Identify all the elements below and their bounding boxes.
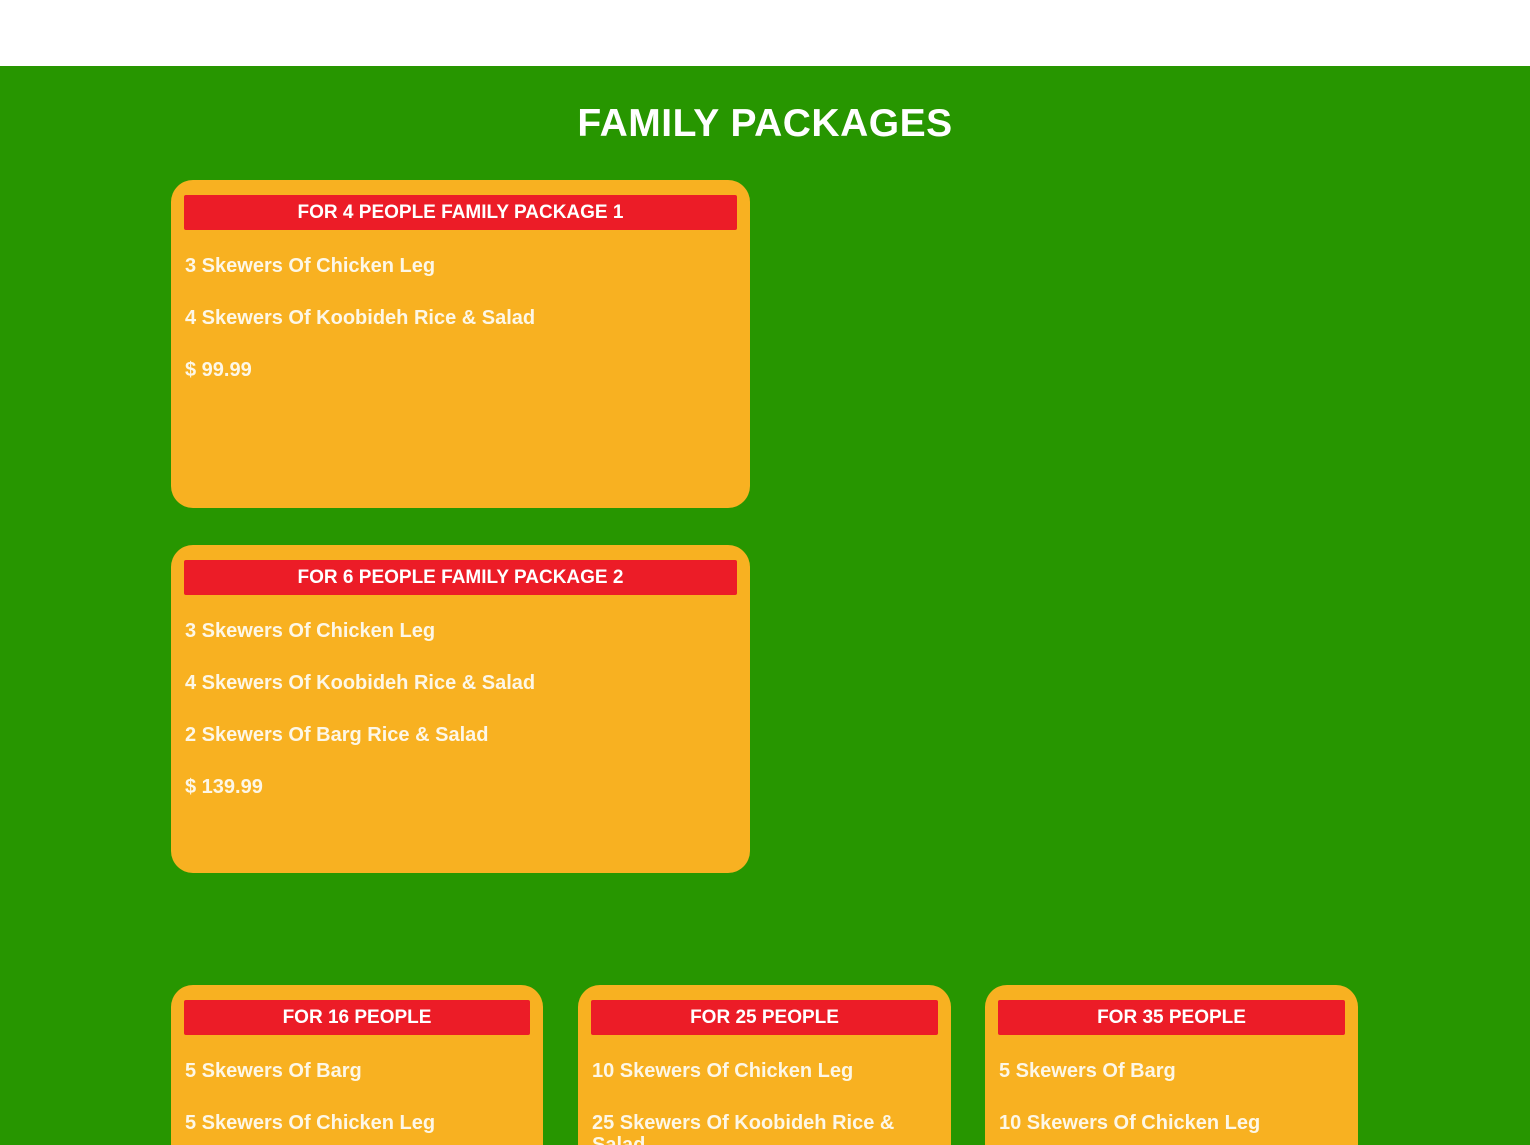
package-header: FOR 35 PEOPLE: [998, 1000, 1345, 1035]
package-item: 4 Skewers Of Koobideh Rice & Salad: [185, 307, 536, 329]
package-item: 25 Skewers Of Koobideh Rice & Salad: [592, 1112, 895, 1145]
package-item: 4 Skewers Of Koobideh Rice & Salad: [185, 672, 536, 694]
package-card-25-people: FOR 25 PEOPLE 10 Skewers Of Chicken Leg …: [578, 985, 951, 1145]
page-title: FAMILY PACKAGES: [577, 102, 953, 145]
package-price: $ 139.99: [185, 776, 263, 798]
package-item: 5 Skewers Of Barg: [185, 1060, 362, 1082]
package-card-16-people: FOR 16 PEOPLE 5 Skewers Of Barg 5 Skewer…: [171, 985, 543, 1145]
package-header: FOR 16 PEOPLE: [184, 1000, 530, 1035]
package-price: $ 99.99: [185, 359, 252, 381]
top-white-strip: [0, 0, 1530, 66]
package-header: FOR 25 PEOPLE: [591, 1000, 938, 1035]
package-item: 2 Skewers Of Barg Rice & Salad: [185, 724, 489, 746]
package-item: 5 Skewers Of Chicken Leg: [185, 1112, 436, 1134]
package-header: FOR 4 PEOPLE FAMILY PACKAGE 1: [184, 195, 737, 230]
package-card-35-people: FOR 35 PEOPLE 5 Skewers Of Barg 10 Skewe…: [985, 985, 1358, 1145]
package-item: 3 Skewers Of Chicken Leg: [185, 255, 436, 277]
package-item: 5 Skewers Of Barg: [999, 1060, 1176, 1082]
package-header: FOR 6 PEOPLE FAMILY PACKAGE 2: [184, 560, 737, 595]
package-card-4-people: FOR 4 PEOPLE FAMILY PACKAGE 1 3 Skewers …: [171, 180, 750, 508]
package-item: 3 Skewers Of Chicken Leg: [185, 620, 436, 642]
package-item: 10 Skewers Of Chicken Leg: [999, 1112, 1261, 1134]
package-card-6-people: FOR 6 PEOPLE FAMILY PACKAGE 2 3 Skewers …: [171, 545, 750, 873]
package-item: 10 Skewers Of Chicken Leg: [592, 1060, 854, 1082]
